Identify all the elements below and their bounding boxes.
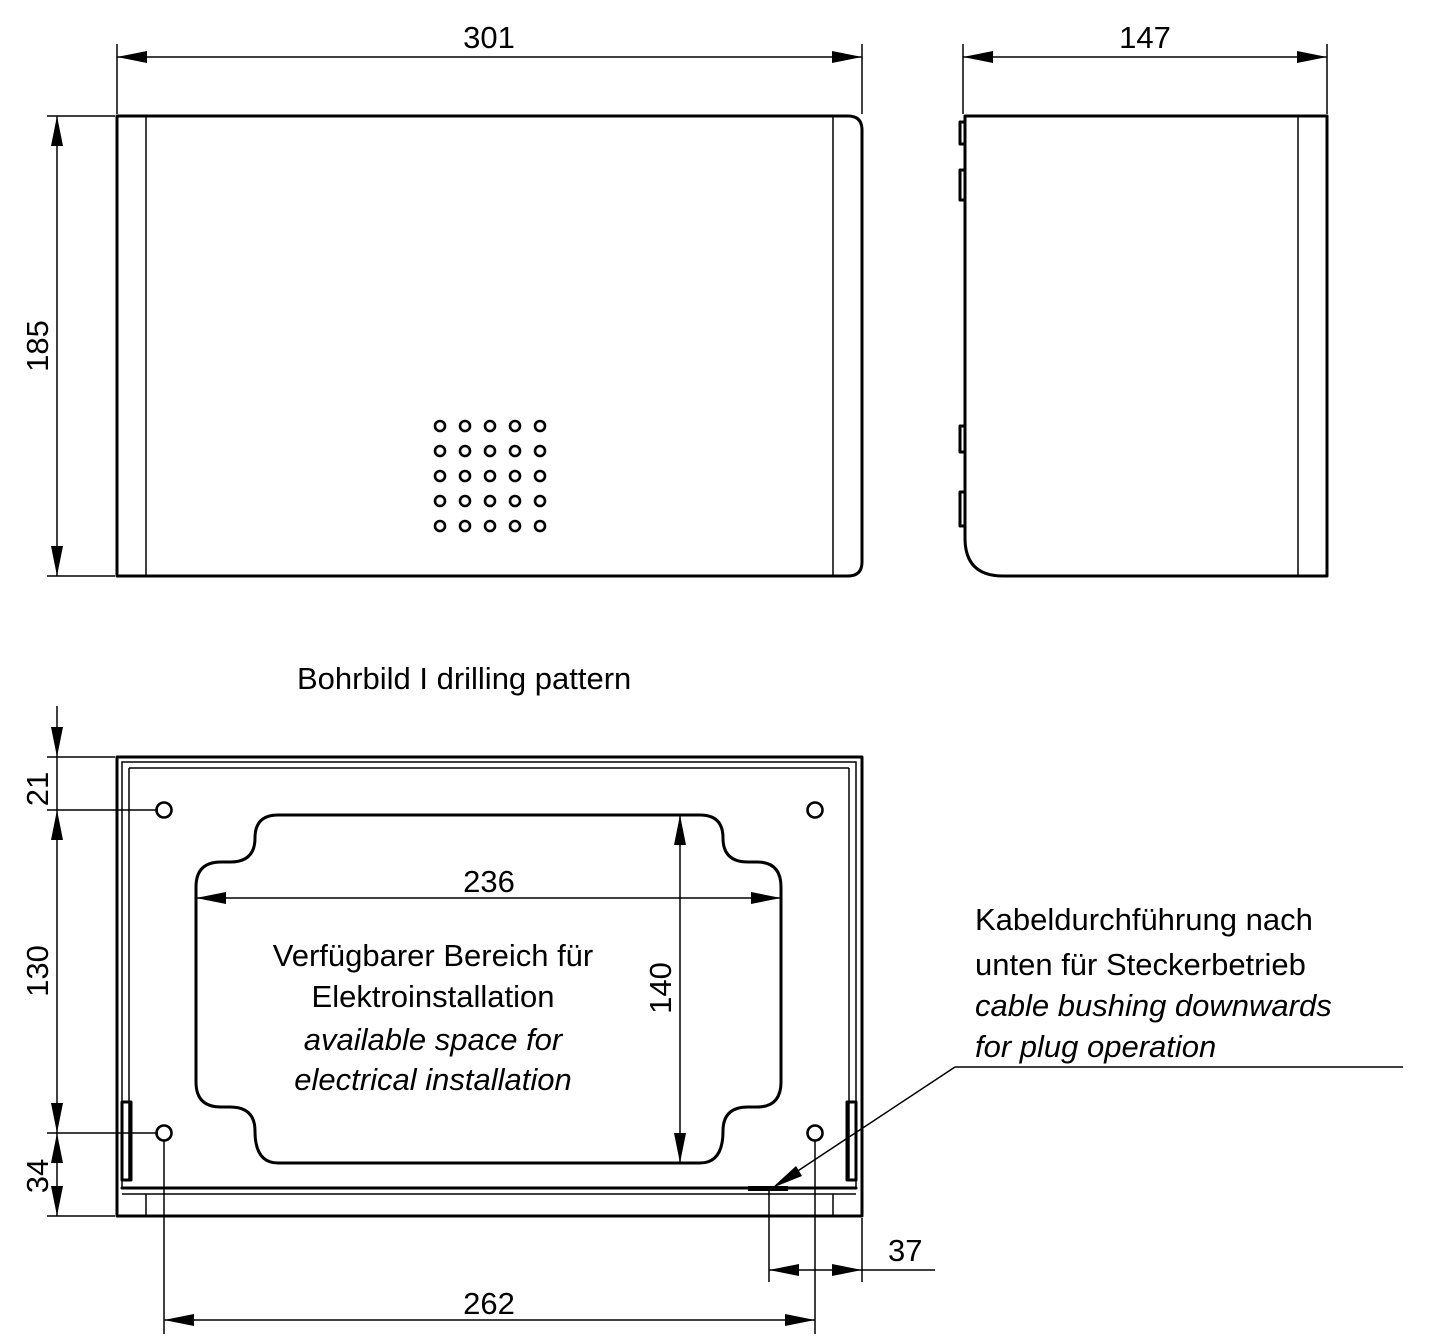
dimension-side-depth: 147 — [962, 20, 1328, 114]
cable-bushing-notch — [748, 1186, 788, 1191]
arrowhead — [51, 810, 63, 840]
dimension-chain-left: 21 130 34 — [20, 706, 158, 1217]
bushing-label-en-line2: for plug operation — [975, 1029, 1216, 1064]
area-label-de-line1: Verfügbarer Bereich für — [273, 938, 594, 973]
dimension-front-width: 301 — [116, 20, 863, 114]
bottom-offset-label: 34 — [20, 1159, 55, 1193]
side-mount-tab — [958, 120, 967, 146]
bushing-offset-label: 37 — [888, 1233, 922, 1268]
side-view-outline — [963, 114, 1329, 578]
top-offset-label: 21 — [20, 772, 55, 806]
arrowhead — [51, 116, 63, 146]
bushing-label-de-line2: unten für Steckerbetrieb — [975, 947, 1306, 982]
arrowhead — [674, 815, 686, 845]
ventilation-hole — [458, 469, 472, 483]
arrowhead — [51, 1133, 63, 1163]
arrowhead — [832, 1264, 862, 1276]
ventilation-hole — [433, 444, 447, 458]
ventilation-hole — [483, 519, 497, 533]
bushing-label-de-line1: Kabeldurchführung nach — [975, 902, 1313, 937]
mounting-hole-top-right — [806, 801, 824, 819]
ventilation-hole — [433, 419, 447, 433]
ventilation-hole — [433, 469, 447, 483]
bushing-leader — [772, 1066, 1403, 1188]
ventilation-hole — [533, 469, 547, 483]
rear-view-outline — [115, 755, 864, 1218]
area-label-en-line1: available space for — [304, 1022, 564, 1057]
area-label-de-line2: Elektroinstallation — [312, 979, 555, 1014]
ventilation-hole — [508, 419, 522, 433]
dimension-hole-spacing-horizontal: 262 — [163, 1141, 816, 1334]
inner-height-label: 140 — [643, 962, 678, 1014]
ventilation-hole — [483, 494, 497, 508]
arrowhead — [1297, 51, 1327, 63]
hole-spacing-horizontal-label: 262 — [463, 1286, 515, 1321]
rear-view — [115, 755, 864, 1218]
installation-area-outline — [194, 813, 783, 1165]
ventilation-hole — [533, 444, 547, 458]
ventilation-hole — [483, 444, 497, 458]
side-mount-tab — [958, 490, 967, 528]
arrowhead — [785, 1314, 815, 1326]
ventilation-hole — [433, 494, 447, 508]
side-view — [958, 114, 1329, 578]
mounting-hole-bottom-left — [155, 1124, 173, 1142]
front-view-outline — [115, 114, 864, 578]
ventilation-hole — [508, 444, 522, 458]
ventilation-hole — [458, 494, 472, 508]
ventilation-hole — [533, 494, 547, 508]
arrowhead — [51, 546, 63, 576]
ventilation-hole — [508, 519, 522, 533]
dimension-inner-width: 236 — [196, 864, 781, 904]
arrowhead — [51, 1186, 63, 1216]
drilling-pattern-title: Bohrbild I drilling pattern — [297, 661, 631, 696]
arrowhead — [772, 1166, 802, 1188]
inner-width-label: 236 — [463, 864, 515, 899]
arrowhead — [963, 51, 993, 63]
rear-view-inner-wall — [121, 761, 857, 1189]
arrowhead — [164, 1314, 194, 1326]
front-width-label: 301 — [463, 20, 515, 55]
front-view — [115, 114, 864, 578]
dimension-bushing-offset: 37 — [768, 1190, 935, 1282]
front-height-label: 185 — [20, 320, 55, 372]
ventilation-hole — [533, 419, 547, 433]
ventilation-hole — [483, 469, 497, 483]
ventilation-hole — [458, 519, 472, 533]
hole-spacing-vertical-label: 130 — [20, 945, 55, 997]
arrowhead — [117, 51, 147, 63]
dimension-front-height: 185 — [20, 115, 115, 577]
arrowhead — [51, 1103, 63, 1133]
ventilation-hole — [483, 419, 497, 433]
rear-view-side-clip — [120, 1100, 133, 1182]
leader-line — [777, 1066, 956, 1185]
side-depth-label: 147 — [1119, 20, 1171, 55]
installation-area-label: Verfügbarer Bereich für Elektroinstallat… — [273, 938, 594, 1097]
arrowhead — [196, 892, 226, 904]
area-label-en-line2: electrical installation — [294, 1062, 571, 1097]
dimension-inner-height: 140 — [643, 815, 686, 1163]
arrowhead — [769, 1264, 799, 1276]
cable-bushing-label: Kabeldurchführung nach unten für Stecker… — [975, 902, 1332, 1064]
mounting-hole-top-left — [155, 801, 173, 819]
ventilation-hole — [533, 519, 547, 533]
ventilation-hole — [458, 419, 472, 433]
ventilation-hole — [508, 494, 522, 508]
arrowhead — [674, 1133, 686, 1163]
rear-view-side-clip — [845, 1100, 858, 1182]
arrowhead — [832, 51, 862, 63]
side-mount-tab — [958, 424, 967, 454]
arrowhead — [51, 727, 63, 757]
ventilation-hole — [458, 444, 472, 458]
ventilation-hole-grid — [433, 419, 547, 533]
side-mount-tab — [958, 168, 967, 202]
arrowhead — [751, 892, 781, 904]
mounting-hole-bottom-right — [806, 1124, 824, 1142]
ventilation-hole — [508, 469, 522, 483]
bushing-label-en-line1: cable bushing downwards — [975, 988, 1332, 1023]
ventilation-hole — [433, 519, 447, 533]
